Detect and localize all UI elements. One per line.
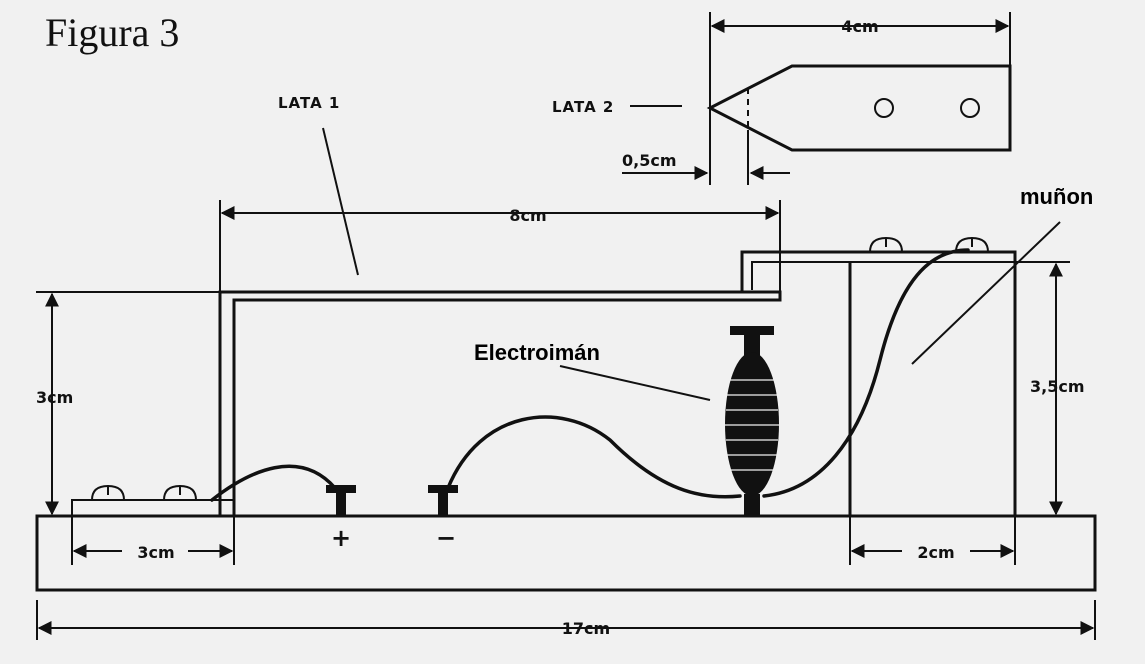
dim-height-right: 3,5cm bbox=[1030, 377, 1085, 396]
lata2-piece bbox=[706, 64, 1012, 152]
dim-base-left: 3cm bbox=[137, 543, 174, 562]
screw-icon bbox=[955, 236, 989, 253]
dim-height-left: 3cm bbox=[36, 388, 73, 407]
left-plate bbox=[71, 499, 235, 517]
figure-title: Figura 3 bbox=[45, 10, 179, 55]
dim-tip: 0,5cm bbox=[622, 151, 677, 170]
positive-terminal-icon bbox=[326, 485, 356, 516]
negative-label: − bbox=[436, 524, 456, 552]
wire-left bbox=[210, 464, 337, 502]
electromagnet-icon bbox=[725, 326, 779, 516]
label-lata1: LATA 1 bbox=[278, 94, 340, 112]
screw-icon bbox=[869, 236, 903, 253]
label-munon: muñon bbox=[1020, 184, 1093, 209]
munon-support bbox=[740, 250, 1017, 516]
negative-terminal-icon bbox=[428, 485, 458, 516]
screw-icon bbox=[163, 484, 197, 501]
dim-lata1-length: 8cm bbox=[509, 206, 546, 225]
base-board bbox=[35, 514, 1097, 592]
wire-middle bbox=[446, 415, 742, 499]
lata1-strip bbox=[218, 290, 782, 516]
wire-right bbox=[762, 248, 970, 498]
label-lata2: LATA 2 bbox=[552, 98, 614, 116]
screw-icon bbox=[91, 484, 125, 501]
label-electroiman: Electroimán bbox=[474, 340, 600, 365]
dim-base-right: 2cm bbox=[917, 543, 954, 562]
positive-label: + bbox=[331, 524, 351, 552]
dim-lata2-width: 4cm bbox=[841, 17, 878, 36]
dim-base-total: 17cm bbox=[562, 619, 610, 638]
